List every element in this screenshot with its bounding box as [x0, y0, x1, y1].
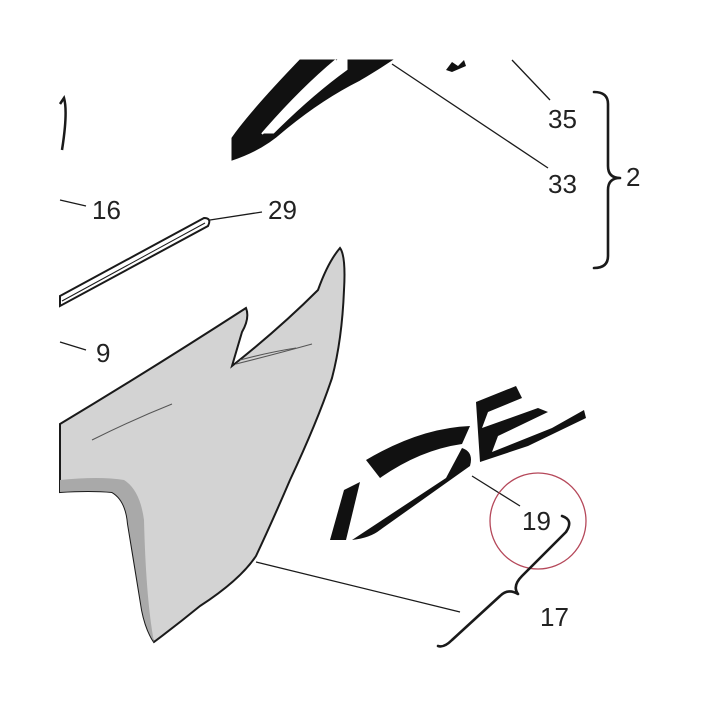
label-16: 16	[92, 195, 121, 225]
leader-9	[59, 341, 87, 351]
label-29: 29	[268, 195, 297, 225]
highlight-circle	[489, 472, 587, 570]
side-panel-17[interactable]	[59, 246, 346, 644]
leader-16	[59, 199, 87, 207]
left-edge-part	[58, 95, 67, 151]
label-33: 33	[548, 169, 577, 199]
leader-17	[255, 561, 461, 613]
label-35: 35	[548, 104, 577, 134]
bracket-17	[436, 514, 571, 648]
label-2: 2	[626, 162, 640, 192]
bracket-2	[592, 90, 622, 270]
leader-29	[209, 211, 263, 221]
decal-fragment-35	[446, 60, 466, 72]
decal-19[interactable]	[330, 386, 586, 540]
leader-19	[471, 475, 521, 507]
label-9: 9	[96, 338, 110, 368]
leader-35	[511, 59, 551, 101]
label-19: 19	[522, 506, 551, 536]
top-decal-33[interactable]	[231, 59, 394, 161]
trim-strip-29[interactable]	[59, 216, 211, 308]
label-17: 17	[540, 602, 569, 632]
leader-33	[391, 63, 549, 169]
